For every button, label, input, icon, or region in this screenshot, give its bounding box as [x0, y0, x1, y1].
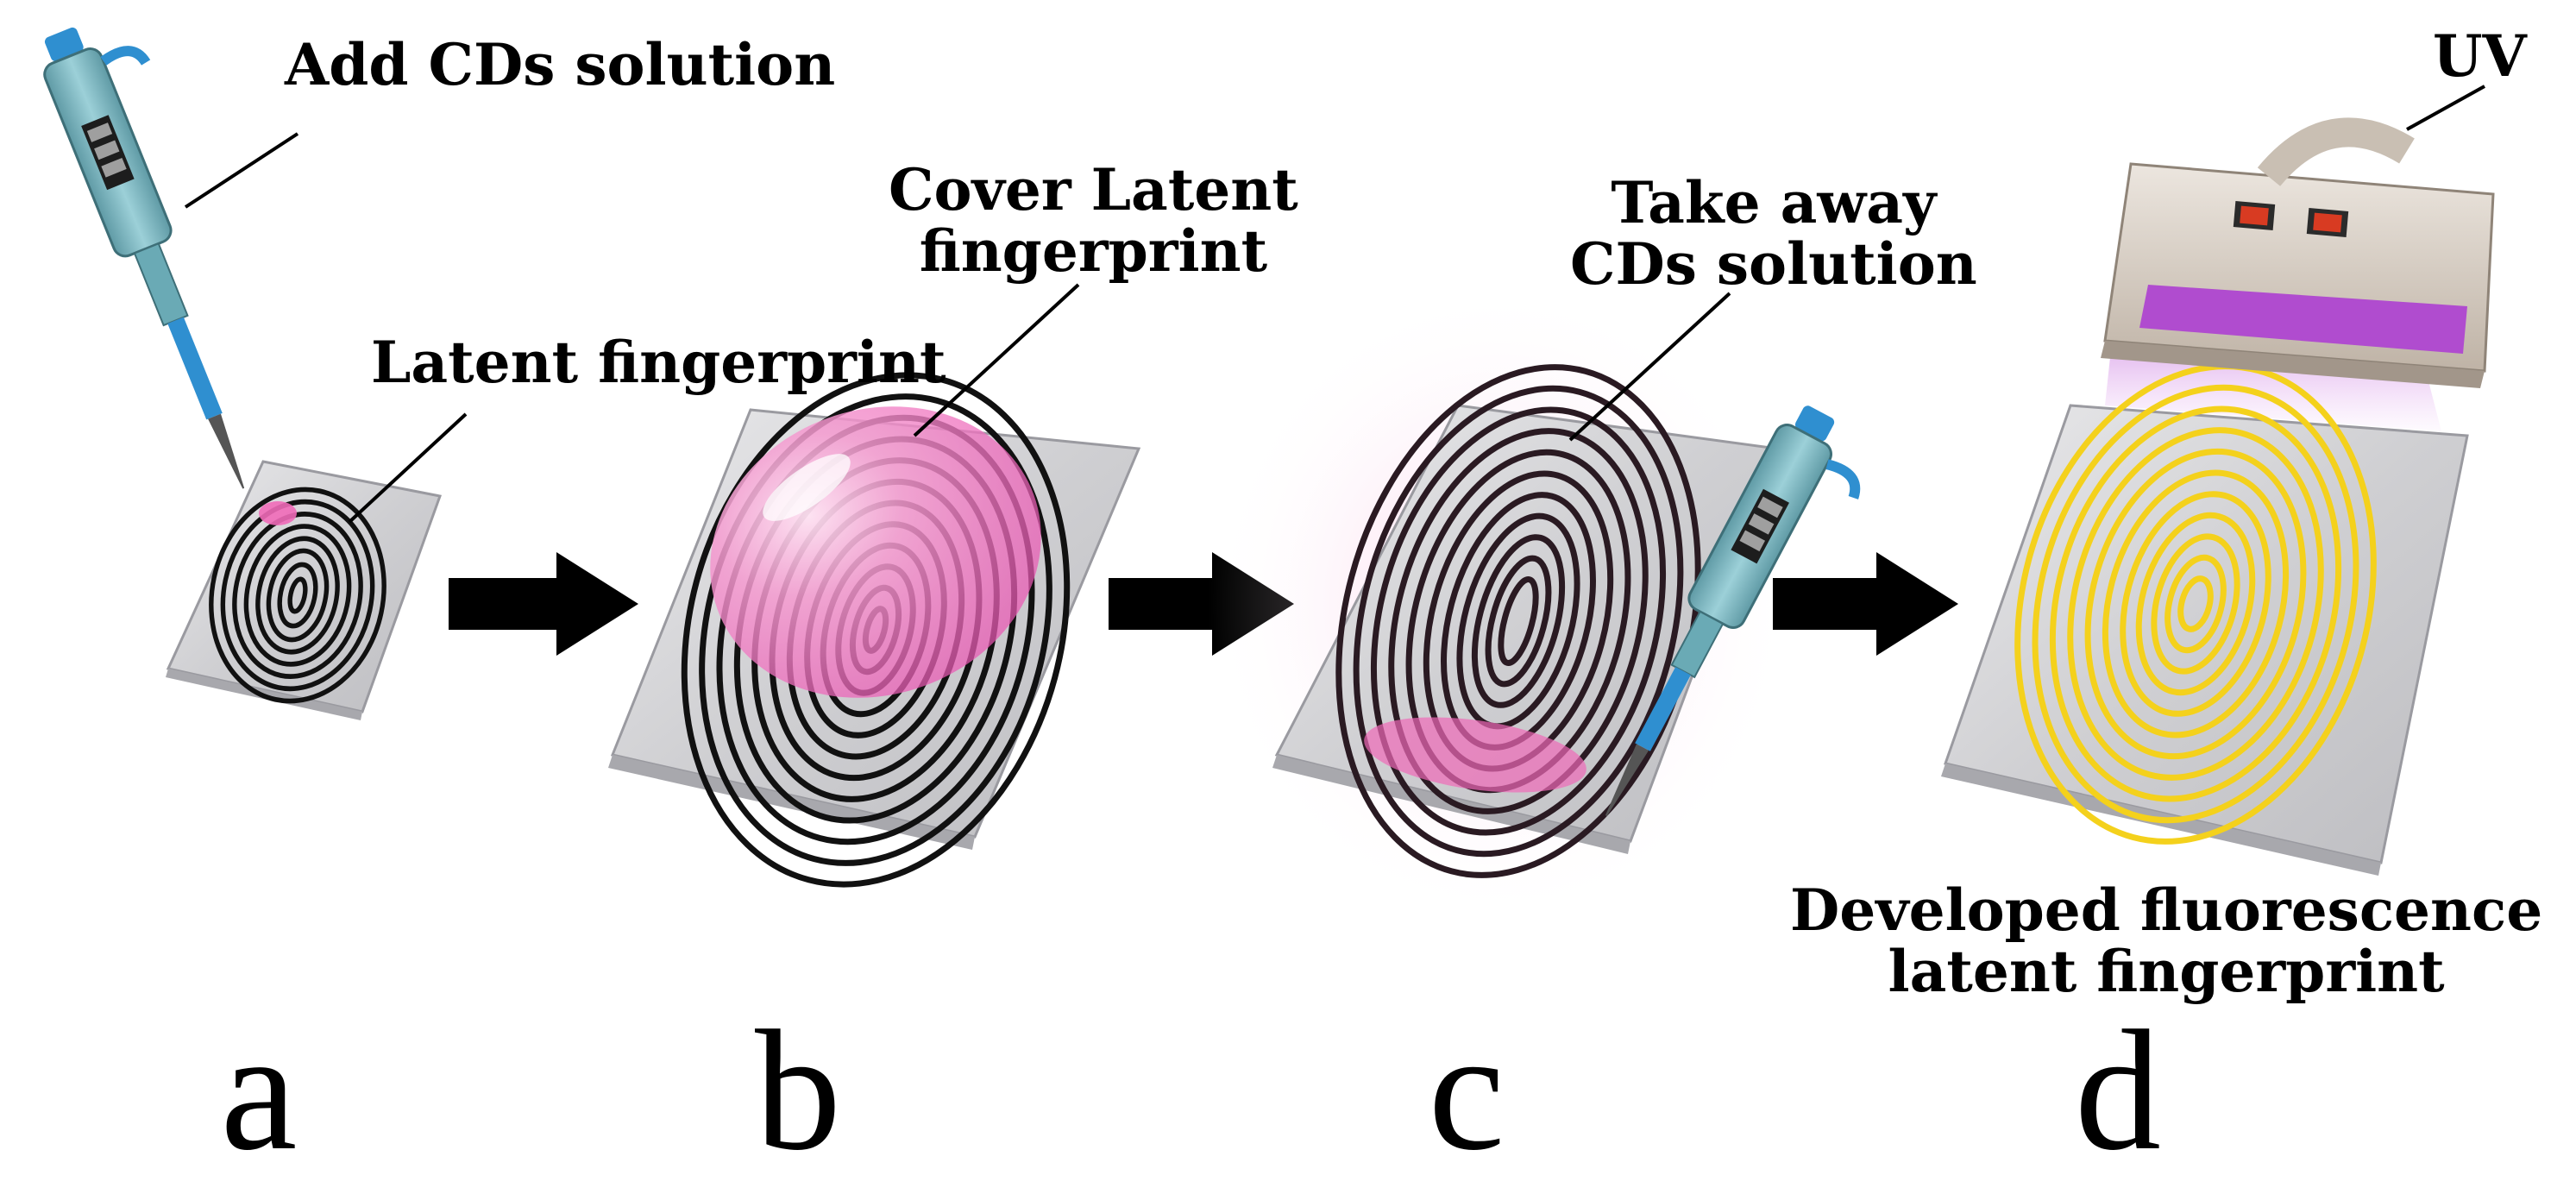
panel-b: [608, 283, 1141, 888]
leader-line-latent-fp: [348, 412, 468, 524]
label-developed: Developed fluorescence latent fingerprin…: [1790, 877, 2543, 1006]
panel-a: [43, 27, 468, 720]
uv-lamp-icon: [2101, 117, 2495, 388]
label-latent-fingerprint: Latent fingerprint: [371, 329, 946, 396]
step-label-a: a: [220, 996, 298, 1186]
leader-line-take-away: [1568, 292, 1731, 442]
cds-droplet: [259, 501, 297, 525]
pipette-icon: [43, 27, 245, 489]
label-cover-latent: Cover Latent fingerprint: [889, 156, 1298, 286]
leader-line-add-cds: [184, 132, 299, 209]
leader-line-cover: [913, 283, 1080, 437]
fluorescent-fingerprint-icon: [2014, 363, 2377, 845]
fingerprint-icon: [209, 487, 386, 704]
label-developed-line1: Developed fluorescence: [1790, 877, 2543, 944]
pipette-icon: [1605, 405, 1861, 817]
label-uv: UV: [2433, 22, 2527, 90]
step-label-c: c: [1428, 996, 1505, 1186]
remaining-solution: [1364, 717, 1586, 793]
label-take-away: Take away CDs solution: [1570, 169, 1977, 298]
label-take-line1: Take away: [1611, 169, 1937, 236]
label-add-cds: Add CDs solution: [285, 31, 836, 98]
step-label-d: d: [2075, 996, 2161, 1186]
label-take-line2: CDs solution: [1570, 230, 1977, 298]
step-label-b: b: [755, 996, 841, 1186]
right-arrow-icon: [449, 552, 638, 656]
uv-window: [2139, 285, 2467, 354]
label-developed-line2: latent fingerprint: [1888, 938, 2445, 1006]
panel-c: [1208, 285, 1861, 923]
label-cover-line1: Cover Latent: [889, 156, 1298, 223]
leader-line-uv: [2406, 85, 2485, 131]
label-cover-line2: fingerprint: [919, 217, 1268, 286]
panel-d: [1941, 85, 2495, 876]
right-arrow-icon: [1773, 552, 1958, 656]
